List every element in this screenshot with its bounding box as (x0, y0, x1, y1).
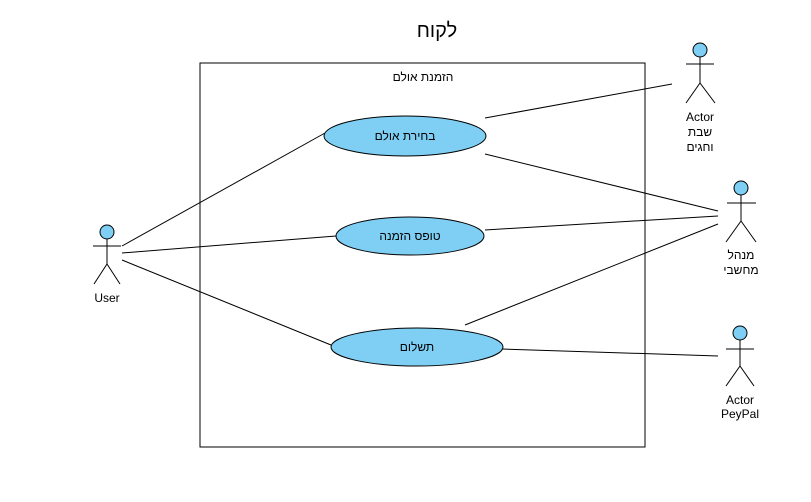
use-case-payment[interactable]: תשלום (330, 327, 504, 367)
actor-label-line-2: שבת (688, 125, 712, 139)
association-user-uc1[interactable] (121, 132, 326, 247)
use-case-label: טופס הזמנה (379, 229, 440, 243)
actor-right-leg (739, 365, 755, 387)
use-case-label: בחירת אולם (375, 129, 436, 143)
use-case-ellipse[interactable] (335, 216, 485, 256)
actor-left-leg (685, 82, 701, 104)
association-uc3-manager[interactable] (464, 223, 719, 326)
actor-label-line-3: וחגים (686, 140, 713, 154)
actor-right-leg (699, 82, 716, 104)
actor-head-icon (733, 180, 749, 196)
association-user-uc2[interactable] (121, 235, 337, 254)
association-uc2-manager[interactable] (484, 215, 719, 231)
actor-right-leg (106, 263, 121, 285)
system-boundary[interactable]: הזמנת אולם (199, 62, 646, 448)
actor-head-icon (99, 224, 115, 240)
actor-user[interactable]: User (93, 224, 121, 305)
actor-label-line-2: PeyPal (721, 407, 759, 421)
system-boundary-rect[interactable] (199, 62, 646, 448)
actor-label: User (94, 291, 119, 305)
association-uc1-actor[interactable] (484, 83, 673, 119)
use-case-label: תשלום (400, 340, 434, 354)
actor-head-icon (692, 42, 708, 58)
actor-left-leg (725, 365, 741, 387)
actor-peypal[interactable]: Actor PeyPal (721, 325, 759, 421)
use-case-select-hall[interactable]: בחירת אולם (323, 115, 487, 157)
actor-label-line-2: מחשבי (723, 263, 758, 277)
actor-label-line-1: Actor (686, 110, 714, 124)
actor-left-leg (93, 263, 108, 285)
actor-head-icon (732, 325, 748, 341)
actor-left-leg (725, 220, 742, 243)
system-boundary-label: הזמנת אולם (393, 70, 454, 84)
use-case-booking-form[interactable]: טופס הזמנה (335, 216, 485, 256)
associations (121, 83, 719, 357)
association-uc3-peypal[interactable] (501, 348, 719, 357)
actor-label-line-1: Actor (726, 393, 754, 407)
actor-computer-manager[interactable]: מנהל מחשבי (723, 180, 759, 277)
diagram-title: לקוח (417, 20, 458, 42)
use-case-ellipse[interactable] (330, 327, 504, 367)
actor-label-line-1: מנהל (728, 248, 755, 262)
actor-shabbat-holidays[interactable]: Actor שבת וחגים (685, 42, 716, 154)
actor-right-leg (740, 220, 757, 243)
association-uc1-manager[interactable] (484, 153, 719, 212)
use-case-ellipse[interactable] (323, 115, 487, 157)
association-user-uc3[interactable] (121, 259, 332, 346)
